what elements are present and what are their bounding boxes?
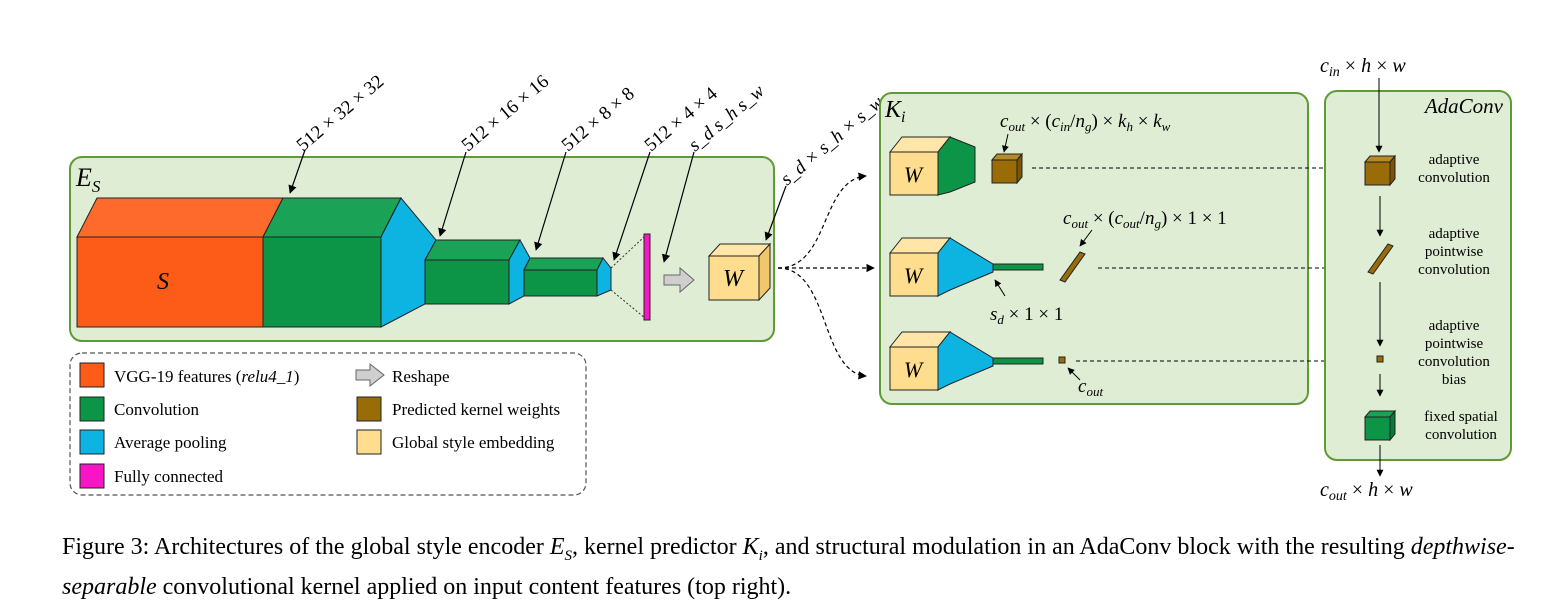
- adaconv-output-label: cout × h × w: [1320, 479, 1413, 504]
- legend-label-reshape: Reshape: [392, 367, 450, 386]
- caption-ki: Ki: [742, 534, 763, 564]
- predictor-title: Ki: [884, 97, 905, 126]
- architecture-diagram: ES S: [69, 55, 1512, 504]
- fc-connection-lines: [610, 235, 646, 319]
- style-encoder-panel: ES S: [69, 156, 775, 342]
- legend-label-pool: Average pooling: [114, 433, 227, 452]
- dimension-pointer-arrows: [288, 149, 787, 263]
- input-label-s: S: [157, 269, 169, 295]
- vgg-feature-block: S: [76, 197, 284, 328]
- fully-connected-layer: [643, 233, 651, 321]
- legend-label-embedding: Global style embedding: [392, 433, 555, 452]
- legend-label-vgg: VGG-19 features (relu4_1): [114, 367, 299, 386]
- caption-mid1: , kernel predictor: [572, 534, 737, 560]
- style-embedding-cube: W: [707, 242, 772, 302]
- adaconv-title: AdaConv: [1423, 94, 1504, 118]
- legend-label-kernel: Predicted kernel weights: [392, 400, 560, 419]
- dim-label-1: 512 × 32 × 32: [293, 71, 388, 156]
- avg-pool-3: [596, 257, 612, 297]
- legend-reshape-icon: [355, 362, 385, 388]
- conv-block-1: [262, 197, 402, 328]
- conv-block-2: [424, 239, 521, 305]
- dim-label-3: 512 × 8 × 8: [558, 83, 639, 156]
- embedding-label-w: W: [723, 266, 745, 292]
- branch3-bias-chip: [1058, 356, 1066, 364]
- dim-label-6: s_d × s_h × s_w: [777, 92, 888, 190]
- figure-caption: Figure 3: Architectures of the global st…: [62, 532, 1532, 603]
- adaptive-pointwise-bar: [1367, 243, 1394, 275]
- branch2-kernel-bar: [1059, 251, 1086, 283]
- caption-mid2: , and structural modulation in an AdaCon…: [762, 534, 1405, 560]
- predictor-branch-2: W cout × (cout/ng) × 1 × 1 sd × 1 × 1: [888, 208, 1363, 327]
- predictor-branch-3: W cout: [888, 330, 1363, 399]
- branch2-w-label: W: [904, 263, 924, 288]
- adaptive-conv-cube: [1364, 161, 1391, 186]
- legend-label-conv: Convolution: [114, 400, 200, 419]
- caption-emph: depthwise-separable: [62, 534, 1515, 600]
- branch2-sub-label: sd × 1 × 1: [990, 304, 1063, 327]
- adaptive-bias-chip: [1376, 355, 1384, 363]
- caption-suffix: convolutional kernel applied on input co…: [162, 573, 792, 600]
- caption-es: ES: [549, 534, 573, 564]
- branch2-dim-label: cout × (cout/ng) × 1 × 1: [1063, 208, 1227, 231]
- legend: VGG-19 features (relu4_1) Convolution Av…: [69, 352, 587, 496]
- conv-block-3: [523, 257, 604, 297]
- adaconv-input-label: cin × h × w: [1320, 55, 1406, 80]
- kernel-predictor-panel: Ki W cout × (cin/ng) × kh × kw W: [879, 92, 1363, 405]
- dim-label-2: 512 × 16 × 16: [458, 71, 553, 156]
- legend-label-fc: Fully connected: [114, 467, 224, 486]
- reshape-arrow-icon: [663, 266, 695, 294]
- branch3-w-label: W: [904, 357, 924, 382]
- branch1-w-label: W: [904, 162, 924, 187]
- fixed-spatial-conv-cube: [1364, 416, 1391, 441]
- branch-arrows: [777, 172, 875, 380]
- caption-prefix: Figure 3: Architectures of the global st…: [62, 534, 544, 560]
